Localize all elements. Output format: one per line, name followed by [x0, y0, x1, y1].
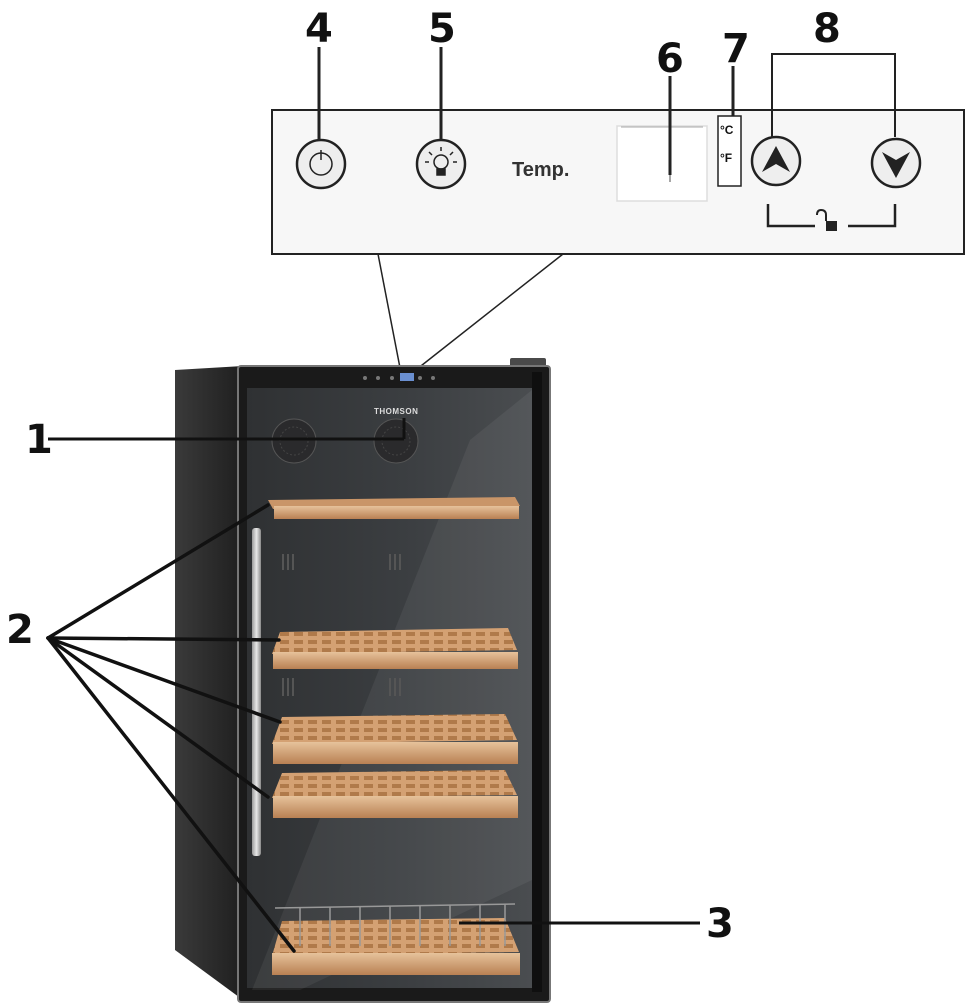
- unit-celsius: °C: [720, 123, 734, 137]
- callout-7: 7: [722, 26, 750, 72]
- fan-left: [271, 418, 317, 464]
- light-bulb-icon: [425, 147, 457, 176]
- power-button[interactable]: [295, 138, 347, 190]
- temperature-down-button[interactable]: [870, 137, 922, 189]
- door-control-strip: [363, 373, 435, 381]
- unlock-indicator: [766, 204, 897, 231]
- shelf-2: [272, 628, 518, 669]
- bottom-shelf: [272, 903, 520, 975]
- callout-6: 6: [656, 36, 684, 82]
- control-panel: Temp. °C °F: [271, 53, 965, 374]
- unlock-icon: [816, 208, 837, 231]
- callout-4: 4: [305, 6, 333, 52]
- callout-2-leaders: [46, 503, 296, 953]
- unit-indicator: °C °F: [717, 115, 742, 187]
- side-vents: [282, 554, 401, 696]
- callout-5: 5: [428, 6, 456, 52]
- temp-label: Temp.: [512, 159, 569, 181]
- fan-right: [373, 418, 419, 464]
- unit-fahrenheit: °F: [720, 151, 732, 165]
- temperature-display: [616, 125, 708, 202]
- arrow-down-icon: [882, 152, 910, 178]
- callout-2: 2: [6, 607, 34, 653]
- callout-3: 3: [706, 901, 734, 947]
- shelf-1: [268, 497, 520, 519]
- callout-8: 8: [813, 6, 841, 52]
- light-button[interactable]: [415, 138, 467, 190]
- brand-logo: THOMSON: [374, 407, 418, 416]
- shelf-3: [272, 714, 518, 764]
- arrow-up-icon: [762, 146, 790, 172]
- zoom-line-right: [411, 253, 564, 374]
- zoom-line-left: [377, 253, 402, 374]
- shelf-4: [272, 770, 518, 818]
- temperature-up-button[interactable]: [750, 135, 802, 187]
- door-handle[interactable]: [252, 528, 261, 856]
- callout-8-bracket: [771, 53, 896, 137]
- wine-cooler: THOMSON: [175, 358, 551, 1003]
